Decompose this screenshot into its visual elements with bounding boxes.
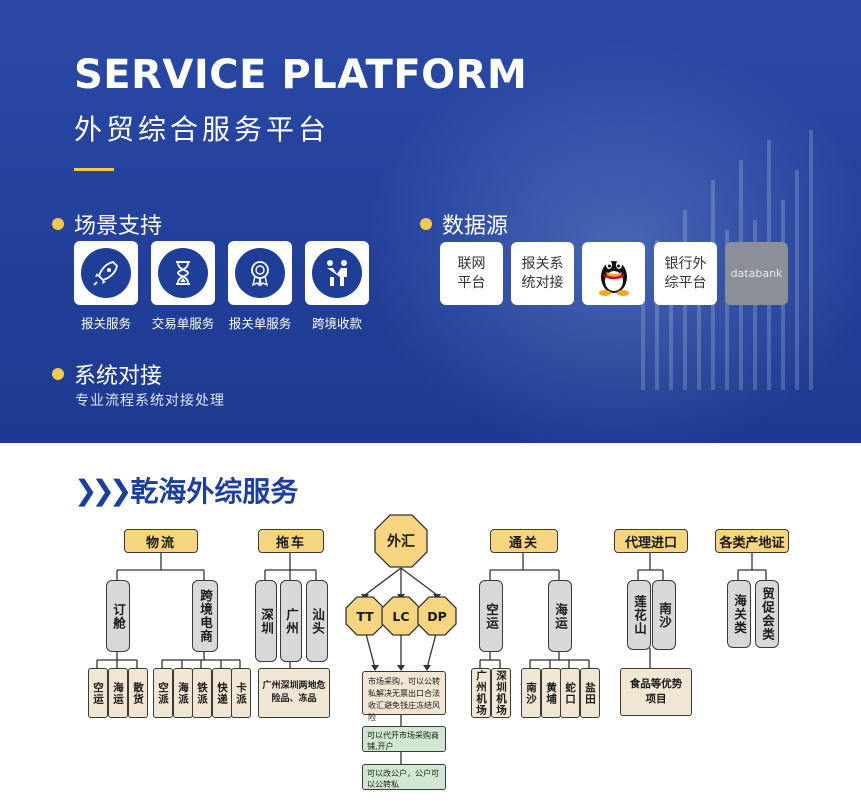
services-title: ❯❯❯ 乾海外综服务 xyxy=(74,470,298,510)
customs-service-label: 报关服务 xyxy=(80,316,131,331)
bullet-dot xyxy=(420,218,432,230)
datasource-label: 联网平台 xyxy=(457,255,486,291)
node-tt[interactable]: TT xyxy=(356,608,374,624)
rocket-icon xyxy=(93,261,118,286)
system-heading: 系统对接 xyxy=(52,358,162,390)
bullet-dot xyxy=(52,368,64,380)
node-lianhuashan[interactable]: 莲花山 xyxy=(627,580,651,650)
bullet-dot xyxy=(52,218,64,230)
hero-banner: SERVICE PLATFORM 外贸综合服务平台 场景支持 报关服务 交易 xyxy=(0,0,861,443)
trade-doc-service-label: 交易单服务 xyxy=(151,316,215,331)
node-bulk[interactable]: 散货 xyxy=(128,668,148,718)
node-nansha-port[interactable]: 南沙 xyxy=(521,668,541,718)
customs-service-tile[interactable] xyxy=(74,241,138,305)
node-yantian-port[interactable]: 盐田 xyxy=(580,668,600,718)
node-air[interactable]: 空运 xyxy=(88,668,108,718)
node-shantou[interactable]: 汕头 xyxy=(306,580,328,662)
datasource-customs-system[interactable]: 报关系统对接 xyxy=(511,242,574,305)
datasource-qq[interactable] xyxy=(582,242,645,305)
node-sea-dispatch[interactable]: 海派 xyxy=(173,668,193,718)
node-cross-border-ecommerce[interactable]: 跨境电商 xyxy=(192,580,218,652)
services-title-text: 乾海外综服务 xyxy=(130,475,299,508)
node-import-note: 食品等优势项目 xyxy=(620,668,692,716)
datasource-label: 银行外综平台 xyxy=(664,255,707,291)
node-agency-import[interactable]: 代理进口 xyxy=(614,529,688,553)
handshake-icon xyxy=(327,260,347,286)
node-sea[interactable]: 海运 xyxy=(108,668,128,718)
node-shekou-port[interactable]: 蛇口 xyxy=(560,668,580,718)
scenario-heading: 场景支持 xyxy=(52,208,162,240)
datasource-heading: 数据源 xyxy=(420,208,508,240)
node-certificate-origin[interactable]: 各类产地证 xyxy=(715,529,789,553)
node-ccpit-type[interactable]: 贸促会类 xyxy=(755,580,779,648)
node-customs-type[interactable]: 海关类 xyxy=(727,580,751,648)
node-forex-green-1: 可以代开市场采购商铺,开户 xyxy=(362,726,446,752)
node-forex-note: 市场采购，可以公转私解决无票出口合法收汇避免钱庄冻结风险 xyxy=(362,671,446,722)
node-customs-clearance[interactable]: 通关 xyxy=(490,529,558,553)
node-logistics[interactable]: 物流 xyxy=(124,529,198,553)
datasource-databank[interactable]: databank xyxy=(725,242,788,305)
datasource-heading-text: 数据源 xyxy=(442,214,509,239)
node-guangzhou[interactable]: 广州 xyxy=(280,580,302,662)
databank-logo: databank xyxy=(730,267,783,280)
node-nansha-import[interactable]: 南沙 xyxy=(652,580,676,650)
customs-doc-service-tile[interactable] xyxy=(228,241,292,305)
node-air-dispatch[interactable]: 空派 xyxy=(153,668,173,718)
system-description: 专业流程系统对接处理 xyxy=(75,393,225,409)
node-towing-note: 广州深圳两地危险品、冻品 xyxy=(258,668,330,718)
platform-title-cn: 外贸综合服务平台 xyxy=(74,113,331,146)
certificate-badge-icon xyxy=(251,261,269,287)
title-underline xyxy=(74,168,114,171)
node-forex-green-2: 可以改公户，公户可以公转私 xyxy=(362,764,446,790)
cross-border-payment-tile[interactable] xyxy=(305,241,369,305)
node-booking[interactable]: 订舱 xyxy=(106,580,130,652)
cross-border-payment-label: 跨境收款 xyxy=(311,316,362,331)
banner-glow xyxy=(360,40,861,443)
hourglass-icon xyxy=(176,261,190,285)
node-guangzhou-airport[interactable]: 广州机场 xyxy=(471,668,491,718)
trade-doc-service-tile[interactable] xyxy=(151,241,215,305)
datasource-label: 报关系统对接 xyxy=(521,255,564,291)
node-towing[interactable]: 拖车 xyxy=(258,529,324,553)
node-customs-air[interactable]: 空运 xyxy=(479,580,503,652)
customs-doc-service-label: 报关单服务 xyxy=(228,316,292,331)
node-rail-dispatch[interactable]: 铁派 xyxy=(192,668,212,718)
node-truck-dispatch[interactable]: 卡派 xyxy=(231,668,251,718)
node-express[interactable]: 快递 xyxy=(212,668,232,718)
node-huangpu-port[interactable]: 黄埔 xyxy=(541,668,561,718)
double-chevron-icon: ❯❯❯ xyxy=(74,473,132,507)
scenario-heading-text: 场景支持 xyxy=(74,214,163,239)
node-shenzhen-airport[interactable]: 深圳机场 xyxy=(491,668,511,718)
node-customs-sea[interactable]: 海运 xyxy=(548,580,572,652)
node-lc[interactable]: LC xyxy=(392,608,410,624)
system-heading-text: 系统对接 xyxy=(74,364,163,389)
node-shenzhen[interactable]: 深圳 xyxy=(255,580,277,662)
datasource-network-platform[interactable]: 联网平台 xyxy=(440,242,503,305)
datasource-bank-platform[interactable]: 银行外综平台 xyxy=(654,242,717,305)
node-dp[interactable]: DP xyxy=(427,608,447,624)
platform-title-en: SERVICE PLATFORM xyxy=(74,52,528,98)
qq-penguin-icon xyxy=(598,260,629,296)
node-forex[interactable]: 外汇 xyxy=(387,534,415,550)
